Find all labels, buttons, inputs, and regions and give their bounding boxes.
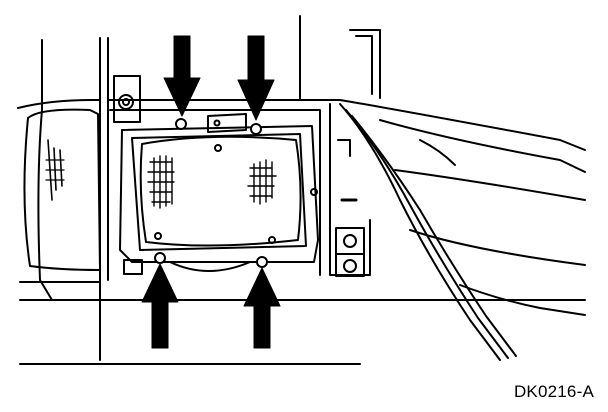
screw-bottom-right bbox=[256, 256, 268, 268]
screw-top-right bbox=[250, 123, 262, 135]
headlamp-lens bbox=[139, 135, 318, 247]
arrow-bottom-right-screw bbox=[243, 267, 281, 349]
mounting-screws bbox=[154, 118, 268, 268]
screw-top-left bbox=[175, 118, 187, 130]
arrow-top-left-screw bbox=[163, 35, 201, 117]
arrow-bottom-left-screw bbox=[141, 263, 179, 349]
side-marker-lamp bbox=[23, 108, 101, 271]
radiator-support bbox=[107, 15, 586, 361]
support-fasteners bbox=[123, 139, 365, 277]
screw-bottom-left bbox=[154, 252, 166, 264]
headlamp-housing bbox=[119, 113, 319, 272]
arrow-top-right-screw bbox=[237, 35, 275, 121]
callout-arrows bbox=[141, 35, 281, 349]
figure-code: DK0216-A bbox=[513, 382, 594, 401]
